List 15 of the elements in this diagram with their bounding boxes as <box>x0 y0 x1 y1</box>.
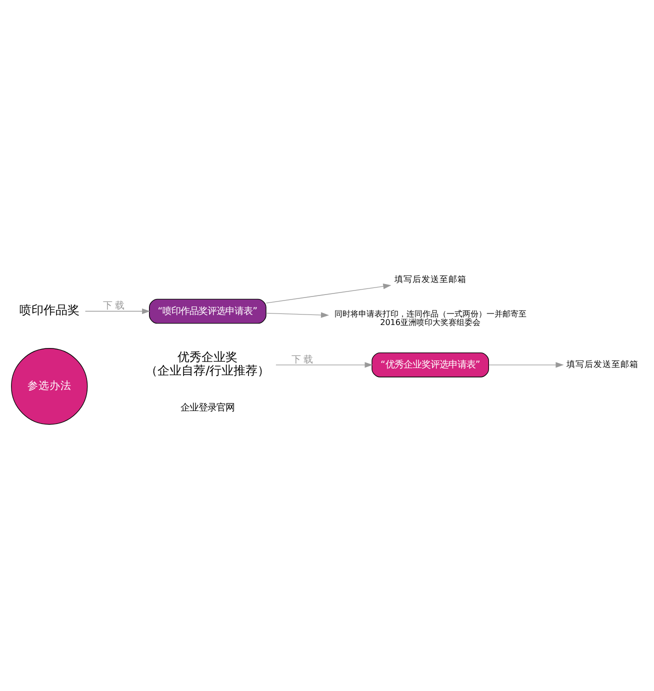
node-circle: 参选办法 <box>11 348 88 424</box>
node-text: 填写后发送至邮箱 <box>394 274 466 285</box>
node-box: “优秀企业奖评选申请表” <box>372 352 489 377</box>
node-text: 喷印作品奖 <box>19 302 80 317</box>
edge-label: 下 载 <box>102 300 124 312</box>
arrow <box>84 308 150 314</box>
arrow <box>488 362 564 368</box>
node-text: 优秀企业奖 （企业自荐/行业推荐） <box>146 350 270 378</box>
arrow <box>276 362 373 368</box>
node-text: 填写后发送至邮箱 <box>566 360 639 370</box>
arrow <box>266 283 392 303</box>
edge-label: 下 载 <box>291 354 312 365</box>
node-box: “喷印作品奖评选申请表” <box>149 298 266 324</box>
label: 企业登录官网 <box>180 402 235 413</box>
arrow <box>266 312 330 318</box>
